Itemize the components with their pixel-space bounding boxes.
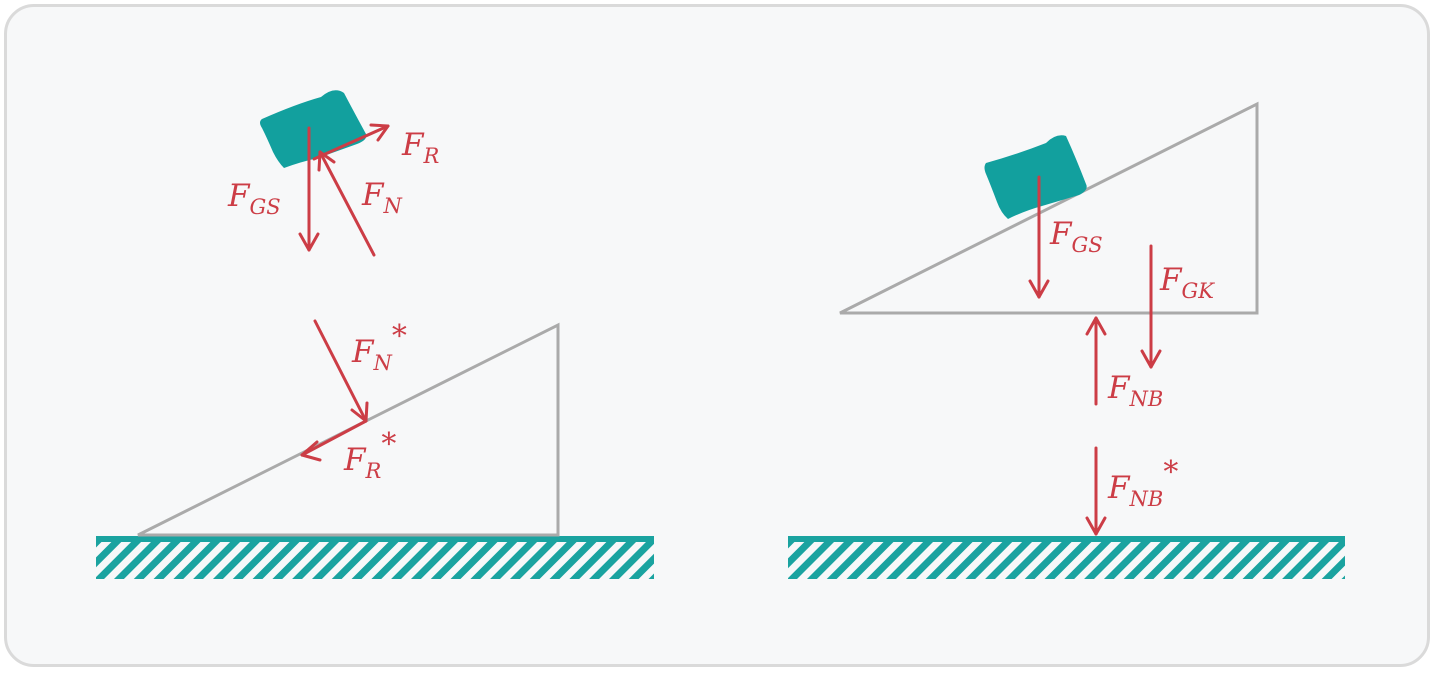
right-fgk-label: FGK [1159, 262, 1215, 303]
left-diagram: FR FN FGS FN* FR* [96, 90, 654, 579]
right-incline [839, 101, 1259, 315]
right-fnb-label: FNB [1107, 370, 1163, 411]
right-ground [788, 536, 1345, 579]
left-fn-label: FN [361, 177, 403, 218]
left-fr-star-arrow [300, 419, 368, 462]
right-diagram: FGS FGK FNB FNB* [788, 101, 1345, 579]
right-fgs-arrow [1028, 175, 1050, 299]
left-block [260, 90, 367, 168]
right-fnb-star-label: FNB* [1107, 455, 1178, 511]
right-block [984, 135, 1087, 219]
left-fn-star-label: FN* [351, 319, 407, 375]
right-fgs-label: FGS [1049, 216, 1103, 257]
left-fr-star-label: FR* [343, 427, 396, 483]
left-fr-label: FR [401, 127, 440, 168]
right-fnb-star-arrow [1085, 446, 1107, 536]
left-ground [96, 536, 654, 579]
left-fn-arrow [317, 150, 376, 257]
right-fnb-arrow [1085, 316, 1107, 406]
left-fgs-label: FGS [227, 178, 281, 219]
right-fgk-arrow [1140, 244, 1162, 369]
left-fgs-arrow [298, 126, 320, 252]
left-fr-arrow [312, 123, 390, 161]
